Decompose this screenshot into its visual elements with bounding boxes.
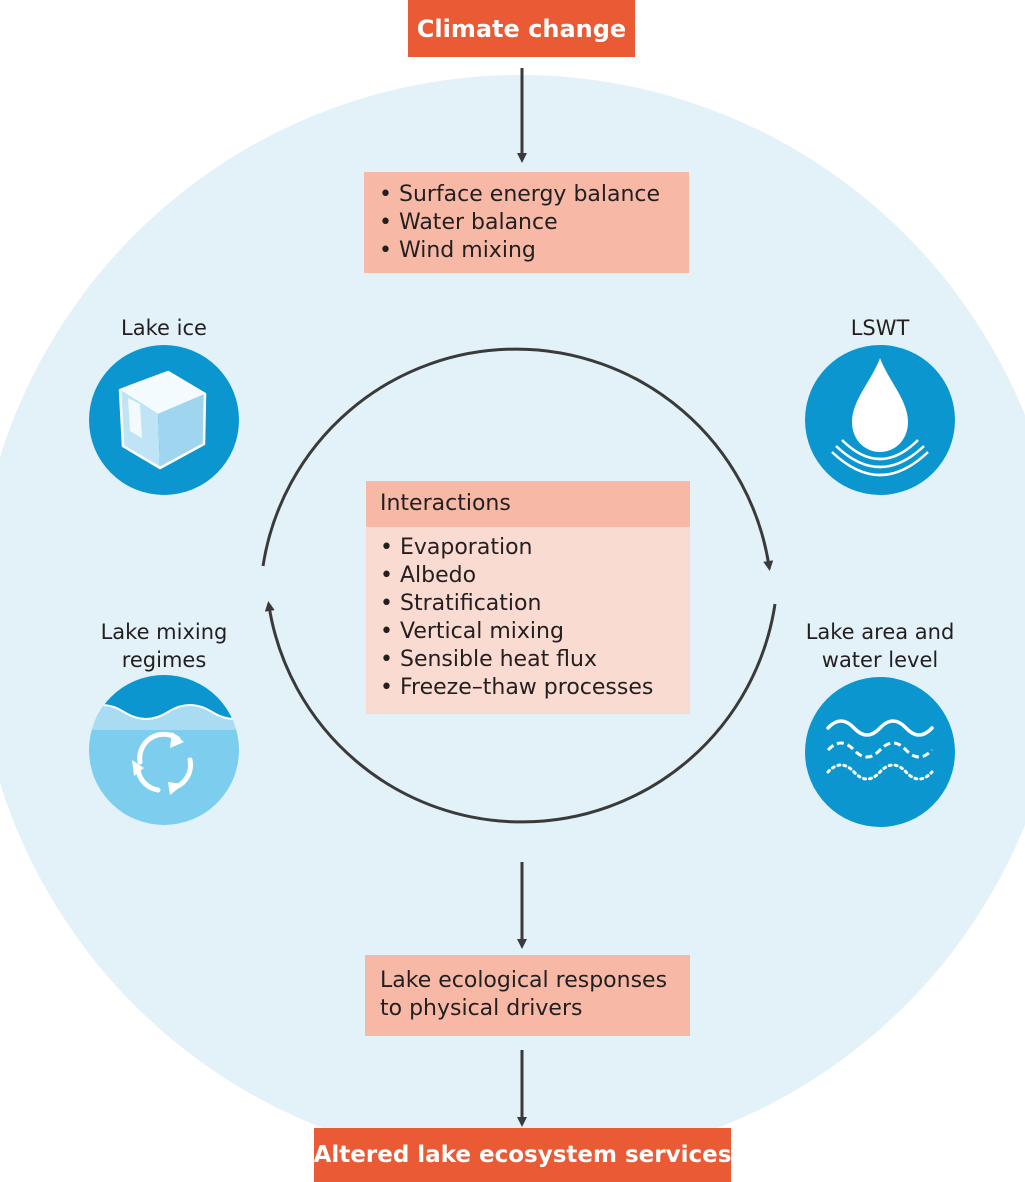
interactions-list: Evaporation Albedo Stratification Vertic… [380, 534, 653, 702]
ecology-line2: to physical drivers [380, 996, 583, 1021]
driver-item: Wind mixing [379, 237, 660, 265]
drivers-list: Surface energy balance Water balance Win… [379, 181, 660, 265]
interaction-item: Vertical mixing [380, 618, 653, 646]
lake-area-label: Lake area and water level [785, 618, 975, 674]
lake-mixing-label: Lake mixing regimes [64, 618, 264, 674]
cycle-arrow-bottom [264, 601, 777, 824]
lake-mixing-label-line1: Lake mixing [100, 620, 228, 644]
ecology-box: Lake ecological responses to physical dr… [365, 955, 690, 1036]
interaction-item: Sensible heat flux [380, 646, 653, 674]
drivers-box: Surface energy balance Water balance Win… [364, 172, 689, 273]
water-level-icon [805, 677, 955, 827]
driver-item: Surface energy balance [379, 181, 660, 209]
interaction-item: Albedo [380, 562, 653, 590]
interaction-item: Evaporation [380, 534, 653, 562]
driver-item: Water balance [379, 209, 660, 237]
lswt-label: LSWT [850, 316, 910, 340]
water-drop-icon [805, 345, 955, 495]
ecology-line1: Lake ecological responses [380, 968, 668, 993]
lake-area-label-line1: Lake area and [805, 620, 955, 644]
ecosystem-services-box: Altered lake ecosystem services [314, 1128, 731, 1182]
lake-area-label-line2: water level [821, 648, 939, 672]
interactions-box: Interactions Evaporation Albedo Stratifi… [366, 481, 690, 714]
lake-ice-label: Lake ice [121, 316, 207, 340]
climate-change-box: Climate change [408, 0, 635, 57]
interaction-item: Stratification [380, 590, 653, 618]
lake-mixing-label-line2: regimes [121, 648, 207, 672]
interactions-header: Interactions [366, 481, 690, 527]
ice-cube-icon [89, 345, 239, 495]
interaction-item: Freeze–thaw processes [380, 674, 653, 702]
cycle-arrow-top [261, 347, 774, 571]
